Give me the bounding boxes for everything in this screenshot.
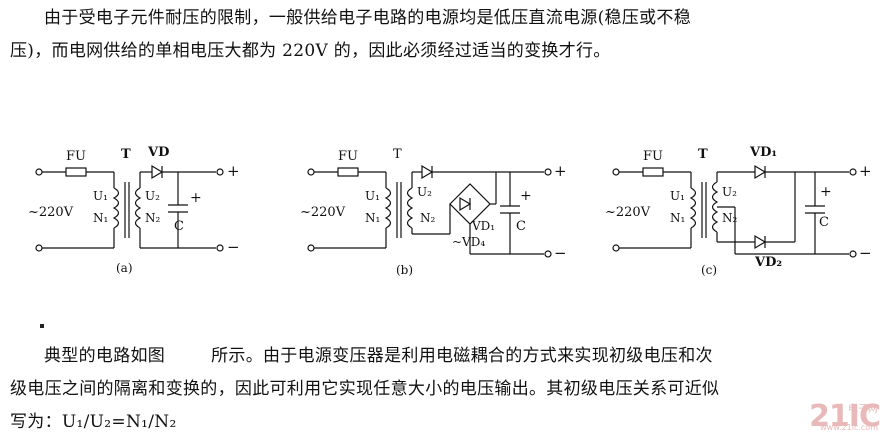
caption-b: (b) [396, 263, 413, 277]
body-line-2: 级电压之间的隔离和变换的，因此可利用它实现任意大小的电压输出。其初级电压关系可近… [10, 379, 720, 399]
fuse-a [65, 167, 87, 177]
formula-line: 写为：U₁/U₂=N₁/N₂ [10, 412, 177, 432]
svg-text:U₁: U₁ [365, 189, 380, 203]
diode-label: VD [147, 145, 169, 160]
svg-text:T: T [698, 147, 708, 162]
svg-text:−: − [859, 244, 872, 262]
svg-text:U₁: U₁ [93, 189, 108, 203]
body-paragraph: 典型的电路如图所示。由于电源变压器是利用电磁耦合的方式来实现初级电压和次 级电压… [10, 340, 880, 439]
circuit-c: FU T VD₁ ~220V U₁ N₁ U₂ N₂ + C VD₂ + − (… [605, 145, 872, 277]
svg-text:N₁: N₁ [93, 211, 108, 225]
svg-text:U₂: U₂ [417, 185, 432, 199]
svg-text:+: + [820, 184, 832, 200]
source-label: ~220V [28, 205, 74, 220]
svg-text:+: + [520, 188, 532, 204]
svg-text:~220V: ~220V [300, 205, 346, 220]
intro-line-1: 由于受电子元件耐压的限制，一般供给电子电路的电源均是低压直流电源(稳压或不稳 [44, 8, 692, 28]
svg-text:U₂: U₂ [722, 185, 737, 199]
svg-text:−: − [554, 244, 567, 262]
svg-text:N₂: N₂ [722, 211, 738, 225]
svg-text:C: C [819, 215, 829, 230]
svg-text:N₁: N₁ [365, 211, 380, 225]
fuse-label: FU [66, 149, 86, 164]
svg-text:C: C [516, 219, 526, 234]
svg-text:VD₁: VD₁ [471, 219, 495, 233]
circuit-a: FU T VD ~220V U₁ N₁ U₂ N₂ + C + − (a) [28, 145, 240, 275]
svg-text:U₁: U₁ [670, 189, 685, 203]
svg-text:~VD₄: ~VD₄ [452, 235, 485, 249]
svg-text:VD₁: VD₁ [749, 145, 777, 160]
svg-text:FU: FU [643, 149, 663, 164]
svg-text:+: + [227, 162, 240, 180]
svg-text:U₂: U₂ [145, 189, 160, 203]
svg-text:+: + [554, 162, 567, 180]
intro-paragraph: 由于受电子元件耐压的限制，一般供给电子电路的电源均是低压直流电源(稳压或不稳 压… [10, 2, 880, 68]
svg-text:VD₂: VD₂ [754, 255, 782, 270]
svg-text:N₂: N₂ [145, 211, 161, 225]
circuit-b: FU T ~220V U₁ N₁ U₂ N₂ VD₁ ~VD₄ + C + − … [300, 147, 567, 277]
caption-c: (c) [701, 263, 717, 277]
svg-text:N₁: N₁ [670, 211, 685, 225]
svg-text:FU: FU [338, 149, 358, 164]
scan-speck [40, 324, 44, 328]
svg-text:T: T [393, 147, 402, 162]
caption-a: (a) [116, 261, 133, 275]
watermark-logo: 21IC 电子网 www.21ic.com [809, 399, 881, 434]
diode-vd [151, 164, 164, 180]
svg-text:+: + [190, 190, 202, 206]
svg-text:C: C [174, 219, 184, 234]
svg-text:N₂: N₂ [420, 211, 436, 225]
svg-text:~220V: ~220V [605, 205, 651, 220]
body-line-1: 典型的电路如图所示。由于电源变压器是利用电磁耦合的方式来实现初级电压和次 [44, 346, 713, 366]
svg-text:−: − [227, 238, 240, 256]
transformer-label: T [121, 147, 131, 162]
intro-line-2: 压)，而电网供给的单相电压大都为 220V 的，因此必须经过适当的变换才行。 [10, 41, 611, 61]
svg-text:+: + [859, 162, 872, 180]
